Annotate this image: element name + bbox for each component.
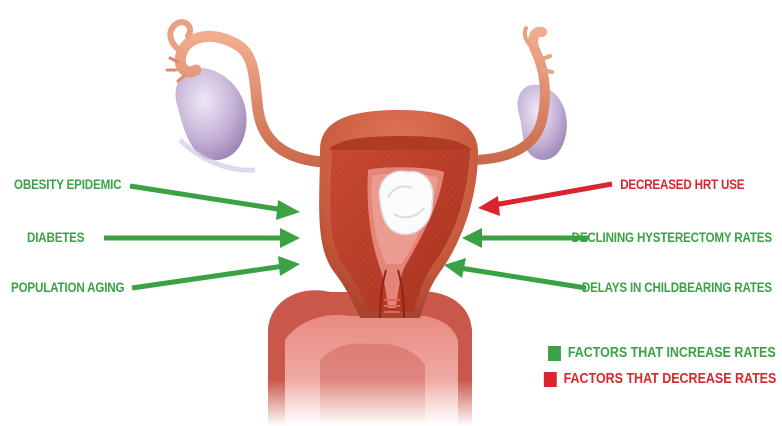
endometrial-tumor: [379, 171, 432, 234]
legend-swatch-increase: [548, 346, 561, 361]
label-obesity-epidemic: OBESITY EPIDEMIC: [14, 177, 121, 192]
arrow-obesity-epidemic: [130, 186, 300, 220]
label-diabetes: DIABETES: [27, 230, 84, 245]
legend-label-increase: FACTORS THAT INCREASE RATES: [568, 345, 776, 361]
label-population-aging: POPULATION AGING: [11, 280, 124, 295]
arrow-delays-in-childbearing: [444, 258, 586, 288]
label-decreased-hrt-use: DECREASED HRT USE: [620, 177, 744, 192]
legend-increase: FACTORS THAT INCREASE RATES: [548, 345, 776, 361]
arrow-decreased-hrt-use: [478, 184, 612, 216]
label-declining-hysterectomy-rates: DECLINING HYSTERECTOMY RATES: [572, 230, 772, 245]
arrow-diabetes: [104, 228, 300, 248]
arrow-population-aging: [132, 256, 300, 288]
legend-swatch-decrease: [544, 372, 557, 387]
legend-decrease: FACTORS THAT DECREASE RATES: [544, 371, 776, 387]
arrow-declining-hysterectomy-rates: [462, 228, 588, 248]
label-delays-in-childbearing-rates: DELAYS IN CHILDBEARING RATES: [582, 280, 772, 295]
legend-label-decrease: FACTORS THAT DECREASE RATES: [563, 371, 776, 387]
